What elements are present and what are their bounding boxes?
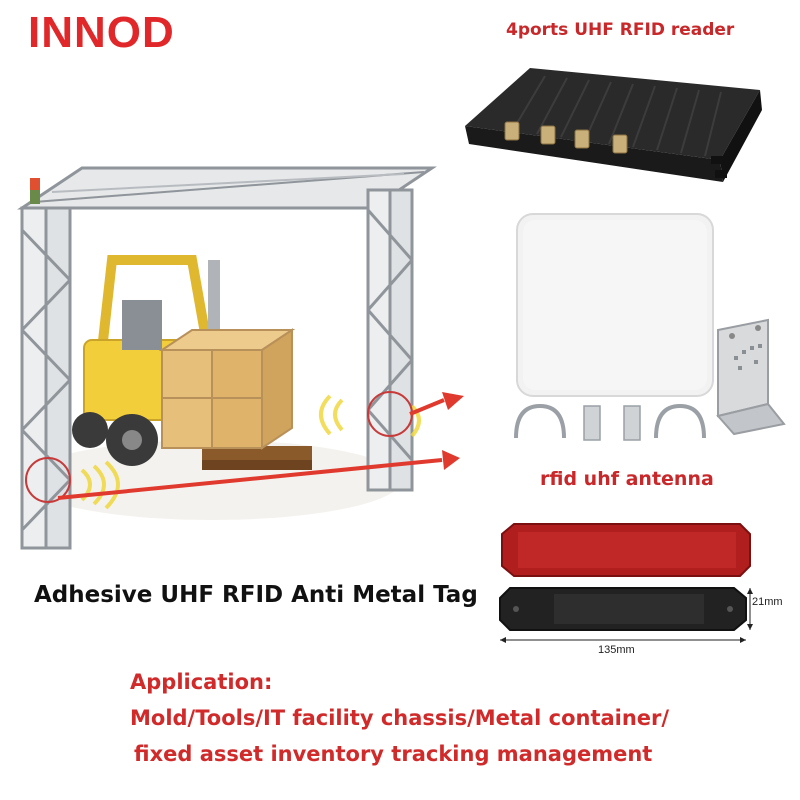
application-block: Application: Mold/Tools/IT facility chas… — [130, 664, 669, 772]
rfid-tag — [499, 523, 753, 643]
tag-title: Adhesive UHF RFID Anti Metal Tag — [34, 582, 478, 608]
application-line-1: Mold/Tools/IT facility chassis/Metal con… — [130, 706, 670, 730]
antenna-panel — [516, 213, 714, 397]
reader-label: 4ports UHF RFID reader — [506, 20, 735, 40]
application-heading: Application: — [130, 670, 273, 694]
rfid-gate-illustration — [17, 166, 464, 550]
mounting-hardware-icon — [514, 403, 706, 441]
mounting-bracket — [716, 318, 786, 436]
brand-logo: INNOD — [28, 8, 175, 57]
rfid-reader-device — [465, 68, 762, 182]
antenna-label: rfid uhf antenna — [540, 468, 714, 490]
tag-width-label: 135mm — [598, 644, 635, 656]
tag-height-label: 21mm — [752, 596, 783, 608]
application-line-2: fixed asset inventory tracking managemen… — [134, 742, 653, 766]
